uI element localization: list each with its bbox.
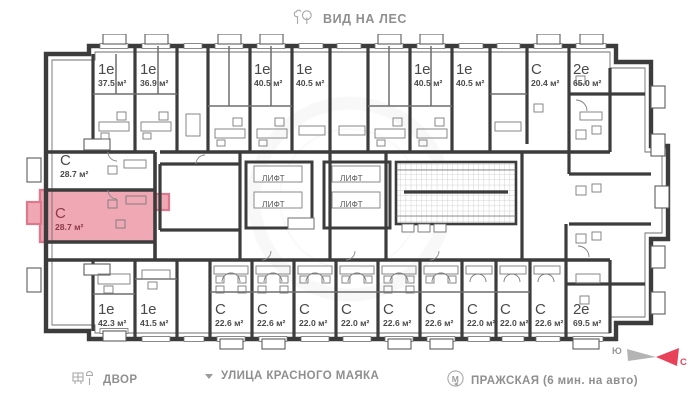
fixtures <box>97 75 603 305</box>
right-windows <box>650 85 670 315</box>
metro-m-icon: М <box>447 370 464 392</box>
compass-south-label: Ю <box>612 346 622 357</box>
central-corridor <box>158 152 524 260</box>
svg-text:М: М <box>452 374 459 384</box>
floor-plan-svg <box>25 34 671 350</box>
compass-north-label: С <box>680 357 687 368</box>
left-windows <box>26 138 111 293</box>
elevator-core <box>244 160 392 230</box>
left-unit-walls <box>46 150 160 262</box>
bench-lamp-icon <box>72 370 96 389</box>
bottom-windows <box>99 328 604 350</box>
floor-plan[interactable] <box>0 34 700 352</box>
interior-partitions <box>93 46 530 295</box>
compass: Ю С <box>612 340 692 374</box>
right-wing-walls <box>566 68 651 333</box>
tree-icon <box>293 9 315 30</box>
compass-needle-icon <box>627 348 679 366</box>
caret-down-icon <box>205 373 213 379</box>
footer-metro: М ПРАЖСКАЯ (6 мин. на авто) <box>447 370 638 392</box>
corridor-band <box>160 150 610 262</box>
top-unit-walls <box>91 46 571 174</box>
stairwell <box>394 160 518 233</box>
footer-metro-label: ПРАЖСКАЯ (6 мин. на авто) <box>471 375 638 387</box>
footer-street: УЛИЦА КРАСНОГО МАЯКА <box>205 370 379 382</box>
footer-yard: ДВОР <box>72 370 137 389</box>
bottom-unit-walls <box>91 224 568 339</box>
footer-street-label: УЛИЦА КРАСНОГО МАЯКА <box>221 370 380 382</box>
doors <box>107 151 440 261</box>
footer-yard-label: ДВОР <box>103 373 138 386</box>
plan-header: ВИД НА ЛЕС <box>0 8 700 30</box>
header-label: ВИД НА ЛЕС <box>322 12 408 26</box>
plan-footer: ДВОР УЛИЦА КРАСНОГО МАЯКА М ПРАЖСКАЯ (6 … <box>0 368 700 392</box>
selected-unit-highlight[interactable] <box>25 188 171 244</box>
